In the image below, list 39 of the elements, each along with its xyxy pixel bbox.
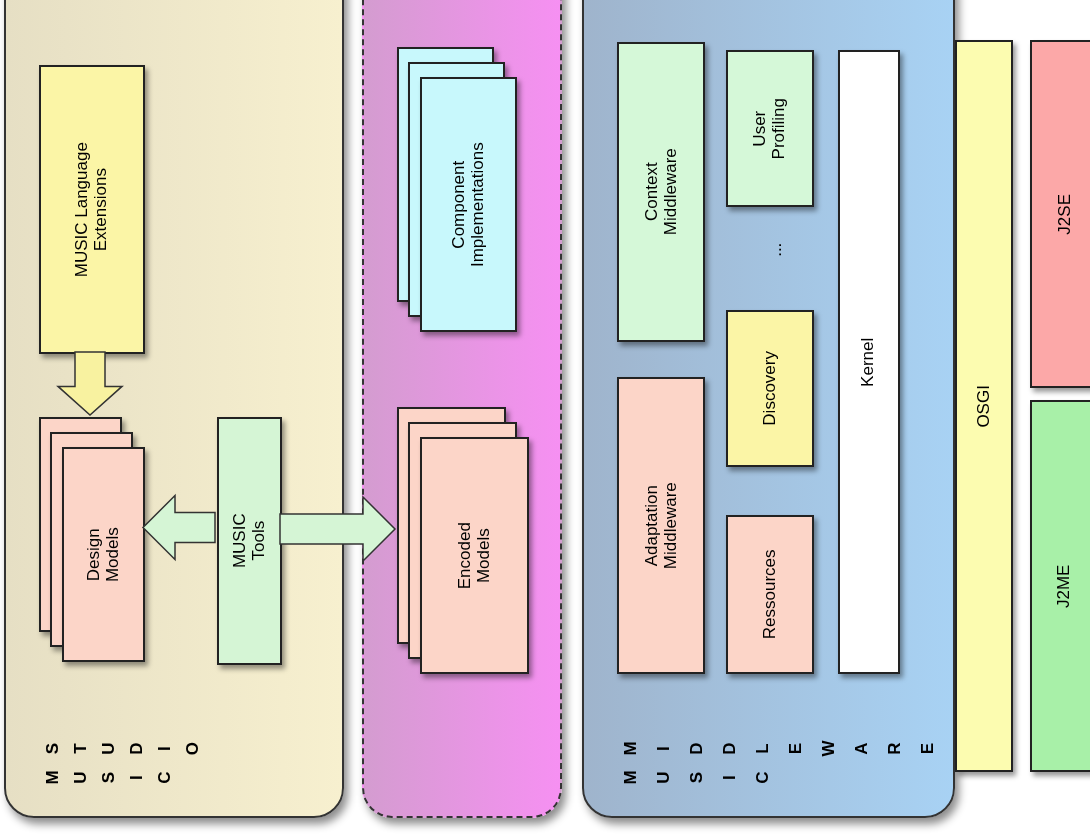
component-box	[726, 515, 814, 674]
box-label: MUSIC Language Extensions	[73, 140, 111, 280]
block-arrow	[279, 495, 397, 563]
box-label: Adaptation Middleware	[642, 482, 680, 569]
layer-panel	[362, 0, 562, 818]
component-box	[726, 50, 814, 207]
vertical-lettering: STUDIO	[44, 740, 200, 757]
component-box	[617, 377, 705, 674]
block-arrow	[56, 351, 124, 416]
box-label: OSGI	[974, 384, 994, 428]
component-box	[838, 50, 900, 674]
component-box	[726, 310, 814, 467]
box-label: Encoded Models	[455, 521, 494, 590]
component-box	[39, 65, 145, 354]
layer-panel	[582, 0, 955, 818]
box-label: J2ME	[1055, 564, 1075, 608]
component-box	[1030, 400, 1090, 772]
box-label: User Profiling	[751, 97, 789, 160]
vertical-lettering: MIDDLEWARE	[622, 740, 935, 757]
document-stack	[397, 407, 529, 674]
document-stack	[39, 417, 145, 662]
vertical-lettering: MUSIC	[44, 769, 175, 786]
box-label: Context Middleware	[642, 148, 680, 236]
box-label: Kernel	[859, 337, 879, 387]
box-label: Discovery	[760, 351, 780, 426]
box-label: Ressources	[760, 549, 780, 640]
ellipsis-label: ...	[765, 242, 787, 257]
component-box	[217, 417, 282, 665]
box-label: J2SE	[1055, 193, 1075, 235]
component-box	[617, 42, 705, 342]
document-stack	[397, 47, 517, 332]
block-arrow	[141, 493, 216, 562]
layer-panel	[4, 0, 344, 818]
component-box	[955, 40, 1013, 772]
component-box	[1030, 40, 1090, 388]
vertical-lettering: MUSIC	[622, 769, 773, 786]
box-label: MUSIC Tools	[230, 513, 269, 569]
box-label: Component Implementations	[449, 142, 488, 267]
box-label: Design Models	[84, 527, 123, 582]
